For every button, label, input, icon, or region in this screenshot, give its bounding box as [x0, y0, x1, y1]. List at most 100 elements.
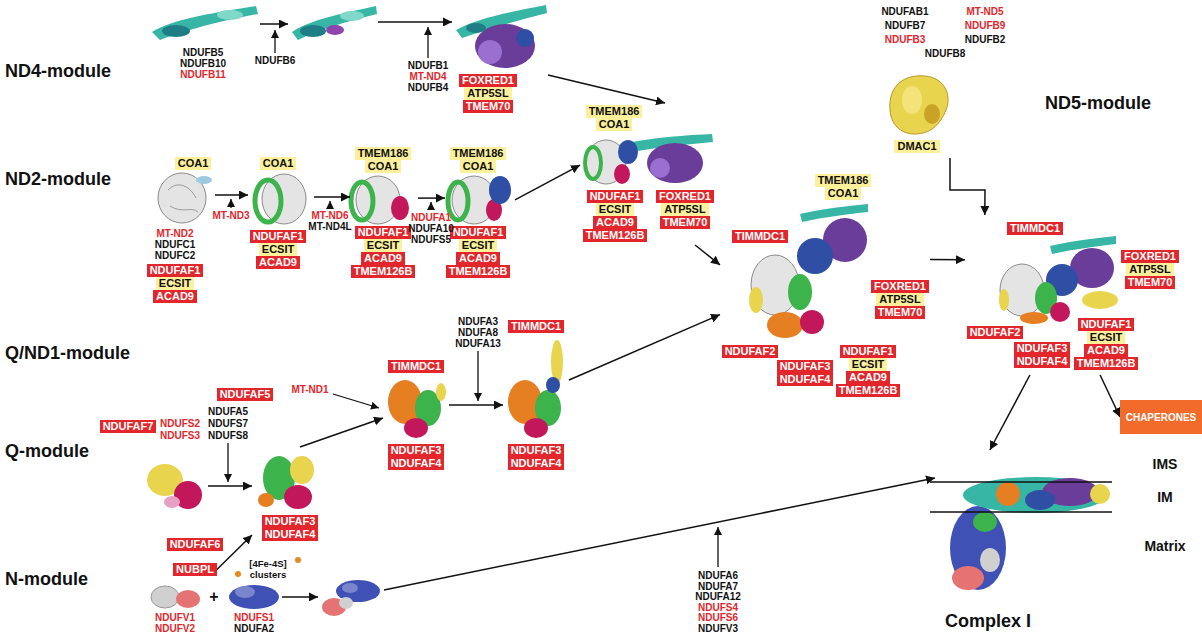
intermediate-structure	[749, 287, 763, 313]
subunit-name: NDUFS2	[160, 418, 200, 429]
nd4-structure	[478, 40, 502, 64]
q-module-structure	[147, 464, 202, 509]
nd2-structure	[158, 173, 212, 223]
assembly-arrow	[950, 158, 985, 215]
assembly-factor-box: FOXRED1	[1121, 250, 1179, 263]
subunit-arrow	[228, 27, 718, 567]
assembly-arrow	[314, 196, 350, 198]
nd4-structure	[326, 25, 344, 35]
membrane-label: Matrix	[1144, 538, 1185, 554]
assembly-arrow	[990, 375, 1030, 450]
subunit-name: NDUFAB1	[881, 6, 928, 17]
subunit-name: NDUFB10	[180, 58, 226, 69]
assembly-factor-box: ATP5SL	[661, 203, 708, 216]
factor-name: ACAD9	[459, 252, 497, 264]
assembly-factor-box: ECSIT	[259, 243, 297, 256]
factor-name: NDUFAF1	[150, 264, 201, 276]
assembly-factor-box: COA1	[596, 118, 633, 131]
q-nd1-structure	[436, 383, 446, 401]
assembly-factor-box: TMEM126B	[351, 265, 416, 278]
assembly-factor-box: NDUFAF1	[450, 226, 507, 239]
assembly-arrow	[282, 596, 318, 598]
n-module-structure	[339, 597, 353, 609]
n-module-structure	[151, 586, 200, 608]
assembly-factor-box: ATP5SL	[876, 293, 923, 306]
complex-i-structure	[952, 566, 984, 590]
factor-name: ATP5SL	[664, 203, 705, 215]
factor-name: FOXRED1	[659, 190, 711, 202]
assembly-factor-box: NDUFAF6	[167, 538, 224, 551]
assembly-factor-box: NDUFAF3	[777, 360, 834, 373]
assembly-factor-box: ECSIT	[596, 203, 634, 216]
assembly-intermediate: TIMMDC1NDUFAF3NDUFAF4	[503, 318, 569, 473]
assembly-factor-box: TIMMDC1	[1007, 222, 1063, 235]
assembly-factor-box: NDUFAF1	[355, 226, 412, 239]
assembly-factor-box: NDUFAF4	[388, 457, 445, 470]
assembly-intermediate: TMEM186COA1NDUFAF1ECSITACAD9TMEM126BFOXR…	[580, 103, 716, 245]
factor-name: NDUFAF1	[358, 226, 409, 238]
subunit-name: NDUFS5	[411, 234, 451, 245]
q-module-structure	[284, 485, 312, 509]
assembly-arrow	[695, 245, 720, 265]
assembly-intermediate: FOXRED1ATP5SLTMEM70	[452, 3, 548, 118]
subunit-arrow	[274, 30, 275, 53]
module-title: N-module	[5, 568, 88, 590]
factor-name: NDUFAF4	[780, 373, 831, 385]
assembly-factor-box: ACAD9	[153, 290, 197, 303]
factor-name: FOXRED1	[1124, 250, 1176, 262]
factor-name: NDUFAF1	[843, 345, 894, 357]
factor-name: ECSIT	[462, 239, 494, 251]
assembly-factor-box: TMEM70	[463, 100, 514, 113]
subunit-name: MT-ND4L	[308, 221, 351, 232]
membrane-arm-structure	[585, 147, 601, 179]
q-nd1-structure	[404, 418, 428, 438]
membrane-line	[930, 481, 1112, 483]
factor-name: TMEM186	[453, 147, 504, 159]
assembly-factor-box: NDUFAF7	[100, 420, 157, 433]
factor-name: ACAD9	[259, 256, 297, 268]
factor-name: ECSIT	[262, 243, 294, 255]
subunit-name: NDUFB6	[255, 55, 296, 66]
intermediate-structure	[1020, 312, 1048, 324]
complex-i-structure	[973, 512, 997, 532]
subunit-name: NDUFV3	[698, 623, 738, 634]
factor-name: ACAD9	[156, 290, 194, 302]
subunit-arrow	[333, 394, 379, 408]
subunit-name: NDUFB9	[965, 20, 1006, 31]
subunit-name: NDUFA3	[458, 316, 498, 327]
nd2-structure	[351, 176, 409, 224]
assembly-factor-box: NDUFAF4	[262, 528, 319, 541]
n-module-structure	[322, 580, 380, 616]
factor-name: NDUFAF2	[725, 345, 776, 357]
module-title: Q-module	[5, 440, 89, 462]
membrane-line	[930, 482, 1112, 512]
assembly-factor-box: ATP5SL	[1126, 263, 1173, 276]
assembly-arrow	[449, 404, 503, 406]
assembly-factor-box: TIMMDC1	[508, 320, 564, 333]
factor-name: ACAD9	[596, 216, 634, 228]
nd4-structure	[217, 10, 243, 20]
factor-name: DMAC1	[897, 140, 936, 152]
subunit-name: NDUFV1	[155, 612, 195, 623]
membrane-arm-structure	[585, 134, 713, 184]
complex-i-structure	[950, 477, 1110, 590]
factor-name: TMEM126B	[586, 229, 645, 241]
q-module-structure	[258, 493, 274, 507]
nd2-structure	[255, 180, 281, 222]
assembly-intermediate: COA1NDUFAF1ECSITACAD9	[248, 155, 314, 270]
intermediate-structure	[999, 289, 1009, 311]
subunit-arrow	[477, 351, 478, 401]
subunit-arrow	[427, 27, 428, 58]
nd2-structure	[351, 182, 373, 220]
assembly-arrow	[1100, 375, 1120, 417]
assembly-arrow	[208, 485, 252, 487]
assembly-factor-box: ECSIT	[459, 239, 497, 252]
assembly-factor-box: NDUFAF2	[967, 326, 1024, 339]
n-module-structure	[229, 585, 279, 609]
nd2-structure	[448, 182, 468, 220]
subunit-name: MT-ND6	[311, 210, 348, 221]
assembly-factor-box: FOXRED1	[656, 190, 714, 203]
intermediate-structure	[1050, 302, 1070, 322]
cluster-label: [4Fe-4S] clusters	[243, 558, 293, 580]
